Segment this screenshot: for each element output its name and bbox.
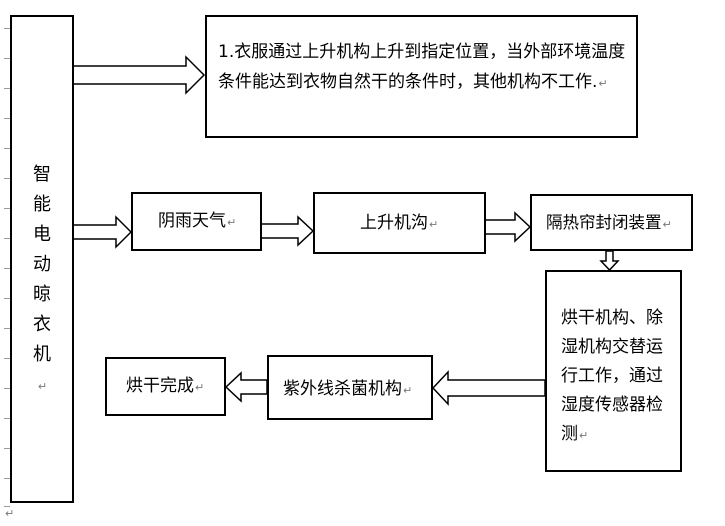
node-rainy-label: 阴雨天气↵ — [158, 211, 237, 231]
arrow-uv-to-done — [224, 371, 268, 403]
node-main — [10, 15, 74, 503]
node-done-label: 烘干完成↵ — [126, 376, 205, 396]
node-dry-label: 烘干机构、除湿机构交替运行工作，通过湿度传感器检测↵ — [561, 308, 663, 444]
document-end-mark: ↵ — [5, 507, 15, 520]
paragraph-mark: ↵ — [429, 218, 439, 231]
arrow-lift-to-curtain — [484, 211, 532, 243]
node-uv-label: 紫外线杀菌机构↵ — [283, 379, 413, 399]
node-lift-label: 上升机沟↵ — [360, 213, 439, 233]
arrow-main-to-rainy — [72, 215, 133, 249]
paragraph-mark: ↵ — [579, 429, 589, 442]
node-curtain-label: 隔热帘封闭装置↵ — [546, 213, 672, 232]
arrow-main-to-note — [72, 55, 206, 95]
node-dry — [545, 270, 682, 472]
node-rainy — [131, 192, 262, 251]
paragraph-mark: ↵ — [227, 216, 237, 229]
paragraph-mark: ↵ — [195, 381, 205, 394]
arrow-dry-to-uv — [431, 370, 546, 406]
paragraph-mark: ↵ — [662, 218, 672, 231]
node-lift — [313, 192, 486, 254]
node-note-label: 1.衣服通过上升机构上升到指定位置，当外部环境温度条件能达到衣物自然干的条件时，… — [218, 42, 626, 92]
node-done — [105, 357, 226, 416]
paragraph-mark: ↵ — [37, 380, 48, 393]
node-note — [205, 15, 638, 138]
node-curtain — [530, 194, 693, 251]
paragraph-mark: ↵ — [403, 384, 413, 397]
node-uv — [267, 355, 433, 420]
paragraph-mark: ↵ — [598, 77, 608, 90]
node-main-label: 智能电动晾衣机↵ — [33, 164, 51, 393]
arrow-rainy-to-lift — [260, 215, 315, 247]
arrow-curtain-to-dry — [599, 250, 620, 272]
